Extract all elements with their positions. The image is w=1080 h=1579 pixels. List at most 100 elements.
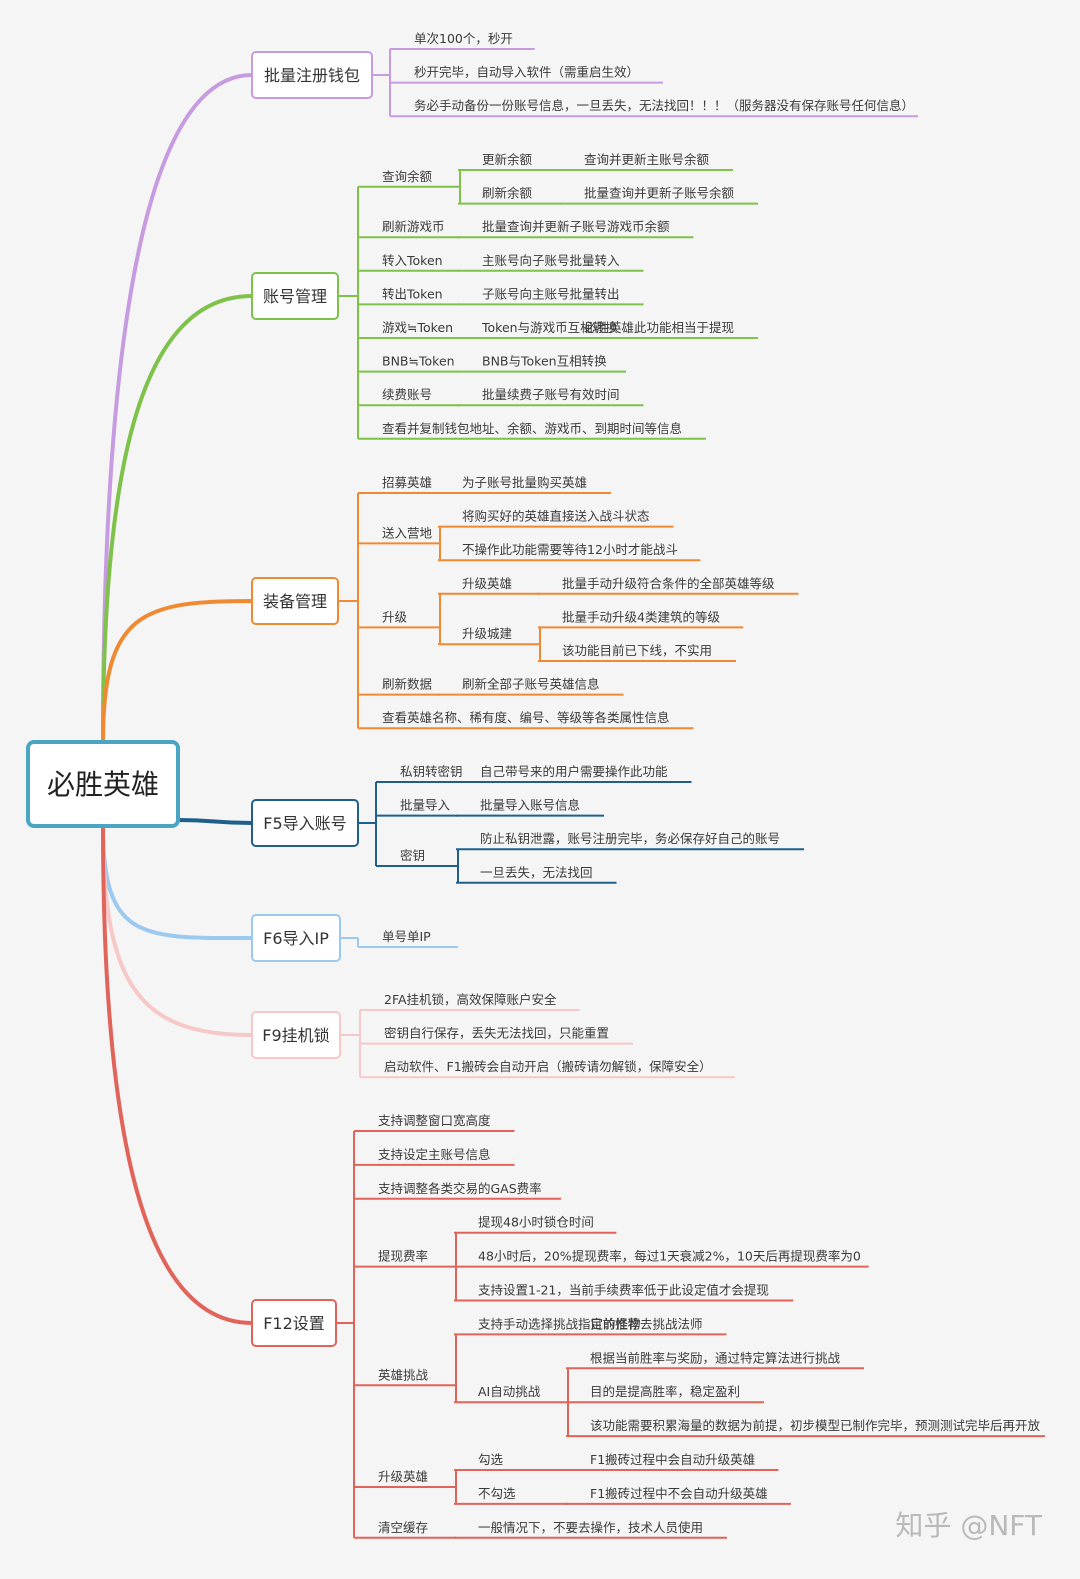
topic-node[interactable]: 升级城建 [438, 626, 540, 646]
topic-node[interactable]: 批量手动升级符合条件的全部英雄等级 [538, 576, 799, 595]
topic-label: 单次100个，秒开 [414, 31, 513, 46]
topic-node[interactable]: 游戏≒Token [358, 320, 460, 339]
topic-node[interactable]: 查询余额 [358, 169, 460, 188]
branch-node[interactable]: F6导入IP [251, 914, 341, 962]
branch-node[interactable]: 装备管理 [251, 577, 339, 625]
topic-node[interactable]: 查询并更新主账号余额 [560, 152, 733, 171]
topic-label: 务必手动备份一份账号信息，一旦丢失，无法找回！！！（服务器没有保存账号任何信息） [414, 98, 914, 113]
topic-label: 启动软件、F1搬砖会自动开启（搬砖请勿解锁，保障安全） [384, 1059, 712, 1074]
topic-label: Token与游戏币互相转换 [481, 320, 618, 335]
topic-node[interactable]: 批量查询并更新子账号游戏币余额 [458, 219, 694, 239]
topic-node[interactable]: 防止私钥泄露，账号注册完毕，务必保存好自己的账号 [456, 831, 804, 851]
branch-node[interactable]: F12设置 [251, 1299, 337, 1347]
branch-label: 批量注册钱包 [264, 66, 360, 85]
topic-node[interactable]: 必胜英雄此功能相当于提现 [560, 320, 758, 339]
topic-node[interactable]: 秒开完毕，自动导入软件（需重启生效） [390, 65, 663, 84]
branch-label: F9挂机锁 [262, 1026, 329, 1045]
topic-label: 批量导入账号信息 [480, 798, 580, 813]
topic-node[interactable]: 续费账号 [358, 387, 460, 407]
topic-label: 查看并复制钱包地址、余额、游戏币、到期时间等信息 [382, 421, 682, 436]
topic-label: 密钥自行保存，丢失无法找回，只能重置 [384, 1026, 609, 1041]
topic-node[interactable]: 刷新游戏币 [358, 219, 460, 239]
topic-node[interactable]: 勾选 [454, 1452, 568, 1471]
topic-node[interactable]: 将购买好的英雄直接送入战斗状态 [438, 509, 674, 528]
topic-node[interactable]: AI自动挑战 [454, 1384, 568, 1404]
topic-node[interactable]: 刷新数据 [358, 677, 440, 696]
topic-node[interactable]: 密钥 [376, 848, 458, 867]
topic-node[interactable]: 目前推荐去挑战法师 [566, 1316, 727, 1336]
branch-node[interactable]: 批量注册钱包 [251, 51, 373, 99]
topic-label: 英雄挑战 [378, 1367, 429, 1382]
topic-node[interactable]: 升级英雄 [354, 1469, 456, 1488]
branch-curve [177, 818, 253, 825]
topic-node[interactable]: 私钥转密钥 [376, 764, 463, 783]
topic-node[interactable]: 清空缓存 [354, 1520, 456, 1539]
topic-node[interactable]: 提现48小时锁仓时间 [454, 1215, 617, 1234]
topic-node[interactable]: 一旦丢失，无法找回 [456, 865, 617, 884]
topic-node[interactable]: 为子账号批量购买英雄 [438, 475, 611, 494]
topic-node[interactable]: 该功能需要积累海量的数据为前提，初步模型已制作完毕，预测测试完毕后再开放 [566, 1418, 1045, 1438]
topic-node[interactable]: 支持设定主账号信息 [354, 1147, 515, 1166]
topic-node[interactable]: 批量手动升级4类建筑的等级 [538, 609, 744, 629]
topic-node[interactable]: F1搬砖过程中会自动升级英雄 [566, 1452, 779, 1471]
topic-node[interactable]: 一般情况下，不要去操作，技术人员使用 [454, 1520, 727, 1539]
branch-label: F12设置 [263, 1314, 325, 1333]
topic-node[interactable]: 支持调整窗口宽高度 [354, 1113, 515, 1132]
topic-label: F1搬砖过程中会自动升级英雄 [590, 1452, 755, 1467]
topic-label: 该功能目前已下线，不实用 [562, 643, 712, 658]
topic-node[interactable]: 该功能目前已下线，不实用 [538, 643, 736, 662]
topic-node[interactable]: 支持调整各类交易的GAS费率 [354, 1181, 562, 1200]
topic-node[interactable]: 2FA挂机锁，高效保障账户安全 [360, 992, 580, 1011]
topic-label: 查询余额 [382, 169, 433, 184]
topic-node[interactable]: Token与游戏币互相转换 [458, 320, 618, 339]
topic-node[interactable]: 不勾选 [454, 1486, 568, 1505]
topic-label: 提现费率 [378, 1249, 428, 1264]
branch-node[interactable]: F5导入账号 [251, 799, 359, 847]
topic-node[interactable]: 招募英雄 [358, 475, 440, 494]
topic-label: 招募英雄 [382, 475, 432, 490]
topic-node[interactable]: 根据当前胜率与奖励，通过特定算法进行挑战 [566, 1350, 864, 1370]
root-node[interactable]: 必胜英雄 [26, 740, 180, 828]
branch-node[interactable]: 账号管理 [251, 272, 339, 320]
topic-node[interactable]: 批量查询并更新子账号余额 [560, 186, 758, 205]
topic-node[interactable]: 查看并复制钱包地址、余额、游戏币、到期时间等信息 [358, 421, 706, 440]
topic-label: 密钥 [400, 848, 425, 863]
topic-node[interactable]: 单次100个，秒开 [390, 31, 535, 50]
topic-label: 不勾选 [478, 1486, 516, 1501]
topic-label: 批量手动升级4类建筑的等级 [562, 609, 720, 624]
topic-node[interactable]: 单号单IP [358, 929, 458, 948]
topic-node[interactable]: 支持设置1-21，当前手续费率低于此设定值才会提现 [454, 1283, 794, 1302]
topic-node[interactable]: 升级英雄 [438, 576, 540, 595]
topic-node[interactable]: F1搬砖过程中不会自动升级英雄 [566, 1486, 791, 1505]
topic-node[interactable]: 英雄挑战 [354, 1367, 456, 1387]
topic-node[interactable]: 主账号向子账号批量转入 [458, 253, 644, 272]
topic-node[interactable]: 升级 [358, 609, 440, 629]
topic-node[interactable]: 启动软件、F1搬砖会自动开启（搬砖请勿解锁，保障安全） [360, 1059, 735, 1079]
topic-node[interactable]: 转出Token [358, 286, 460, 306]
topic-node[interactable]: 目的是提高胜率，稳定盈利 [566, 1384, 764, 1404]
topic-node[interactable]: 密钥自行保存，丢失无法找回，只能重置 [360, 1026, 633, 1045]
branch-curve [101, 294, 253, 743]
topic-node[interactable]: 自己带号来的用户需要操作此功能 [456, 764, 692, 783]
topic-node[interactable]: 刷新全部子账号英雄信息 [438, 677, 624, 696]
branch-label: F6导入IP [263, 929, 329, 948]
topic-node[interactable]: 转入Token [358, 253, 460, 272]
topic-node[interactable]: BNB与Token互相转换 [458, 354, 627, 373]
topic-node[interactable]: 更新余额 [458, 152, 562, 171]
topic-node[interactable]: 批量导入账号信息 [456, 798, 604, 817]
topic-node[interactable]: 48小时后，20%提现费率，每过1天衰减2%，10天后再提现费率为0 [454, 1249, 869, 1268]
topic-node[interactable]: 子账号向主账号批量转出 [458, 286, 644, 306]
topic-label: AI自动挑战 [478, 1384, 541, 1399]
topic-node[interactable]: 送入营地 [358, 525, 440, 545]
topic-node[interactable]: 查看英雄名称、稀有度、编号、等级等各类属性信息 [358, 710, 694, 730]
topic-node[interactable]: 务必手动备份一份账号信息，一旦丢失，无法找回！！！（服务器没有保存账号任何信息） [390, 98, 918, 118]
topic-node[interactable]: 刷新余额 [458, 186, 562, 205]
topic-node[interactable]: 提现费率 [354, 1249, 456, 1268]
topic-node[interactable]: 批量导入 [376, 798, 458, 817]
topic-node[interactable]: BNB≒Token [358, 354, 460, 373]
branch-node[interactable]: F9挂机锁 [251, 1011, 341, 1059]
topic-node[interactable]: 不操作此功能需要等待12小时才能战斗 [438, 542, 701, 562]
topic-node[interactable]: 支持手动选择挑战指定的怪物 [454, 1316, 641, 1336]
topic-node[interactable]: 批量续费子账号有效时间 [458, 387, 644, 407]
